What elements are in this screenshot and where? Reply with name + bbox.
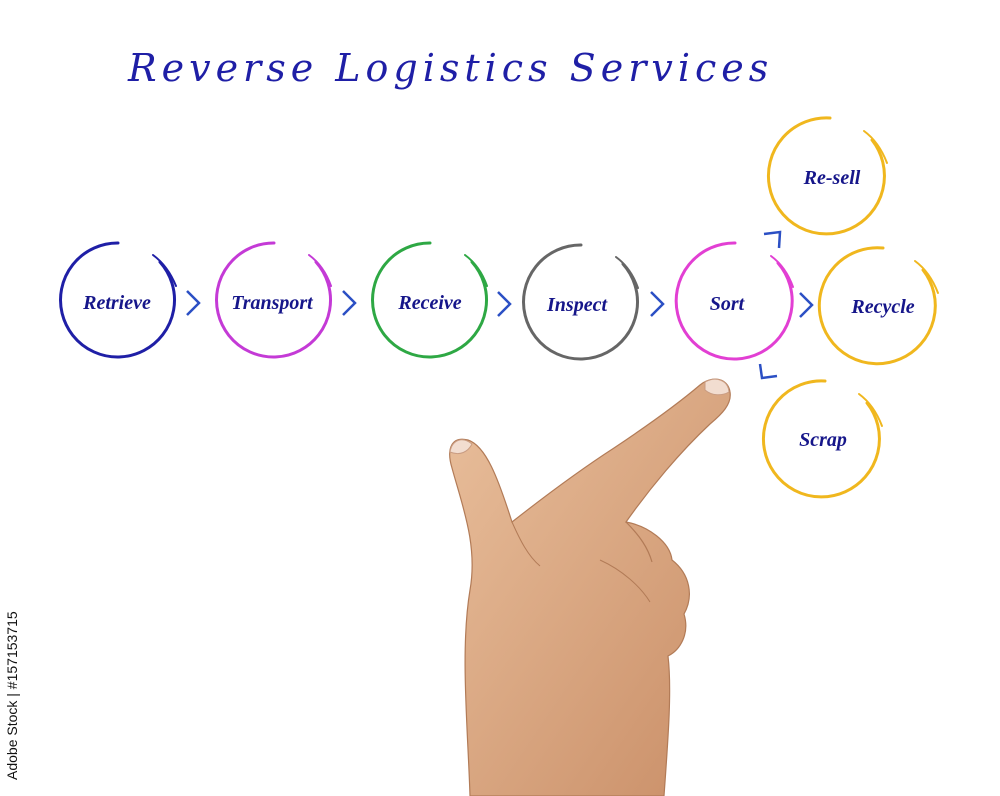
- step-label: Receive: [397, 292, 461, 314]
- step-label: Retrieve: [82, 292, 151, 314]
- step-sort: Sort: [674, 241, 794, 361]
- step-circle: [371, 241, 488, 359]
- outcome-scrap: Scrap: [761, 379, 883, 499]
- outcome-label: Re-sell: [803, 167, 861, 189]
- chevron-right-icon: [650, 291, 665, 317]
- step-circle: [59, 241, 176, 359]
- step-receive: Receive: [371, 241, 488, 359]
- chevron-right-icon: [799, 292, 814, 318]
- outcome-circle: [817, 246, 937, 366]
- stock-id-watermark: Adobe Stock | #157153715: [4, 611, 20, 780]
- outcome-label: Scrap: [799, 429, 847, 451]
- step-circle: [522, 243, 639, 361]
- step-transport: Transport: [215, 241, 332, 359]
- pointing-hand-image: [449, 378, 731, 796]
- chevron-up-right-icon: [763, 230, 782, 249]
- step-label: Sort: [710, 293, 746, 315]
- outcome-recycle: Recycle: [817, 246, 939, 366]
- chevron-right-icon: [342, 290, 357, 316]
- chevron-right-icon: [186, 290, 201, 316]
- outcome-resell: Re-sell: [766, 116, 888, 236]
- chevron-right-icon: [497, 291, 512, 317]
- step-retrieve: Retrieve: [59, 241, 177, 359]
- page-title: Reverse Logistics Services: [128, 46, 774, 90]
- chevron-down-right-icon: [758, 363, 778, 380]
- step-inspect: Inspect: [522, 243, 639, 361]
- outcome-circle: [766, 116, 886, 236]
- step-circle: [215, 241, 332, 359]
- outcome-label: Recycle: [850, 296, 914, 318]
- flow-arrows: [186, 230, 814, 380]
- step-label: Transport: [231, 292, 314, 314]
- step-label: Inspect: [546, 294, 608, 316]
- outcome-circle: [761, 379, 881, 499]
- step-circle: [674, 241, 794, 361]
